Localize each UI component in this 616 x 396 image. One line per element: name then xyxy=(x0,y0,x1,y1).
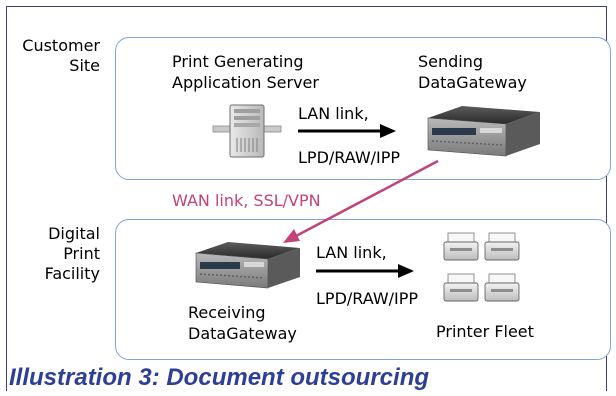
lan-arrow-top xyxy=(298,124,396,138)
receiving-gateway-label-2: DataGateway xyxy=(188,324,297,343)
sending-gateway-icon xyxy=(427,106,540,157)
sending-gateway-label-2: DataGateway xyxy=(418,73,527,92)
figure-frame xyxy=(6,6,607,391)
customer-site-label: Customer Site xyxy=(22,36,100,75)
lan-link-top-label-2: LPD/RAW/IPP xyxy=(298,148,401,167)
print-facility-box xyxy=(115,219,611,360)
customer-site-box xyxy=(115,37,611,180)
receiving-gateway-label-1: Receiving xyxy=(188,303,266,322)
lan-link-top-label-1: LAN link, xyxy=(298,104,369,123)
figure-caption: Illustration 3: Document outsourcing xyxy=(9,364,430,391)
printer-fleet-label: Printer Fleet xyxy=(436,322,534,341)
lan-link-bottom-label-2: LPD/RAW/IPP xyxy=(316,289,419,308)
printer-icon xyxy=(484,273,520,302)
receiving-gateway-icon xyxy=(195,242,300,289)
lan-arrow-bottom xyxy=(316,264,414,278)
app-server-label-2: Application Server xyxy=(172,73,319,92)
server-icon xyxy=(212,104,282,158)
sending-gateway-label-1: Sending xyxy=(418,52,484,71)
print-facility-label: Digital Print Facility xyxy=(44,224,100,283)
wan-link-label: WAN link, SSL/VPN xyxy=(172,191,321,210)
printer-fleet-icons xyxy=(443,232,520,302)
wan-arrow xyxy=(283,159,439,243)
printer-icon xyxy=(443,273,479,302)
printer-icon xyxy=(443,232,479,261)
lan-link-bottom-label-1: LAN link, xyxy=(316,243,387,262)
printer-icon xyxy=(484,232,520,261)
app-server-label-1: Print Generating xyxy=(172,52,304,71)
